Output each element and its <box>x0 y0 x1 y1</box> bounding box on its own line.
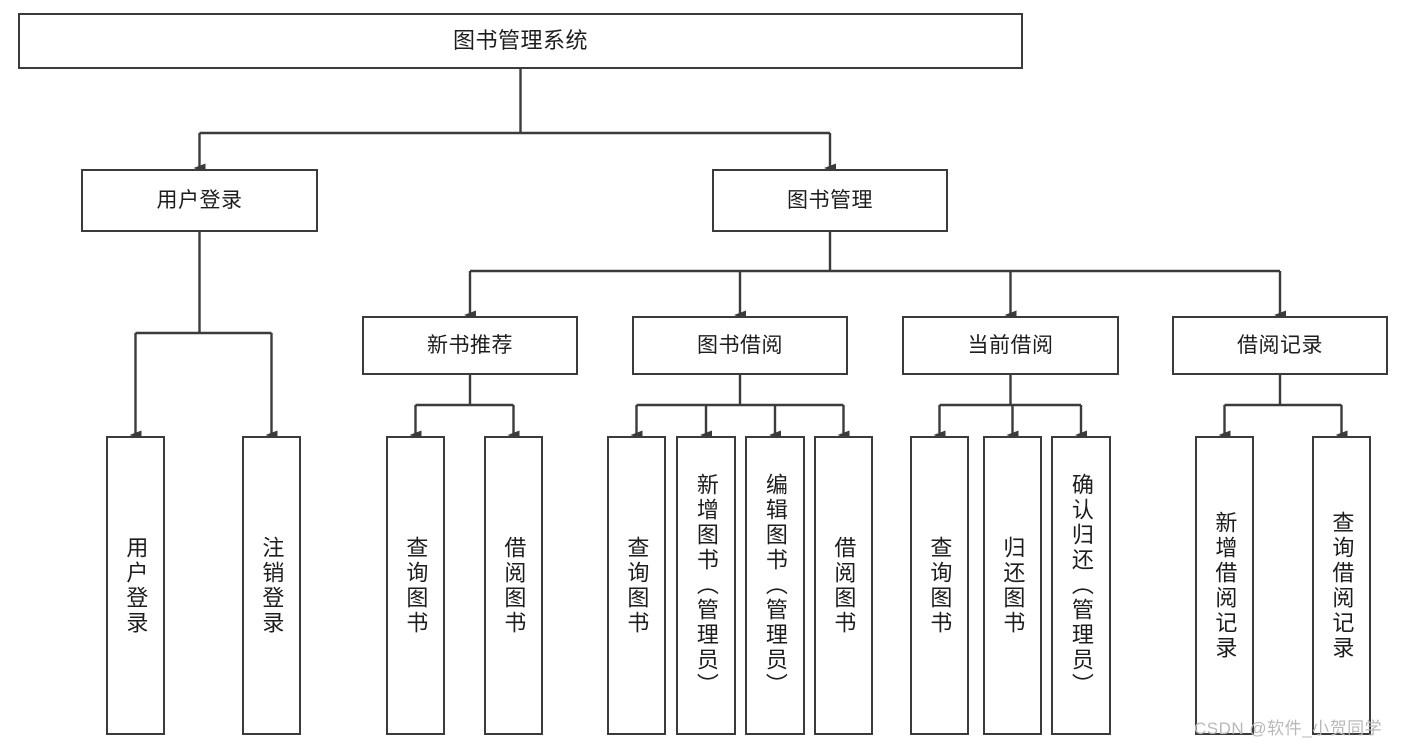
node-label: 借阅图书 <box>501 535 527 636</box>
node-current-borrow[interactable]: 当前借阅 <box>902 316 1119 375</box>
node-label: 查询借阅记录 <box>1329 510 1355 661</box>
node-label: 图书管理系统 <box>452 28 588 53</box>
node-book-borrow[interactable]: 图书借阅 <box>632 316 848 375</box>
node-leaf-borrow-book[interactable]: 借阅图书 <box>814 436 873 735</box>
node-label: 用户登录 <box>123 535 149 636</box>
node-label: 当前借阅 <box>967 334 1054 357</box>
node-label: 编辑图书（管理员） <box>762 473 788 698</box>
node-leaf-return-book[interactable]: 归还图书 <box>983 436 1042 735</box>
node-label: 借阅记录 <box>1237 334 1323 357</box>
node-label: 新书推荐 <box>427 334 513 357</box>
node-leaf-user-logout[interactable]: 注销登录 <box>242 436 301 735</box>
node-leaf-confirm-return[interactable]: 确认归还（管理员） <box>1051 436 1111 735</box>
node-leaf-user-login[interactable]: 用户登录 <box>106 436 165 735</box>
node-root[interactable]: 图书管理系统 <box>18 13 1023 69</box>
node-new-book-recommend[interactable]: 新书推荐 <box>362 316 578 375</box>
node-label: 图书借阅 <box>697 334 783 357</box>
node-user-login[interactable]: 用户登录 <box>81 169 318 232</box>
node-label: 图书管理 <box>787 189 873 212</box>
node-leaf-borrow-book-recommend[interactable]: 借阅图书 <box>484 436 543 735</box>
node-leaf-query-book-borrow[interactable]: 查询图书 <box>607 436 666 735</box>
node-label: 注销登录 <box>259 535 285 636</box>
node-leaf-query-borrow-record[interactable]: 查询借阅记录 <box>1312 436 1371 735</box>
node-leaf-edit-book[interactable]: 编辑图书（管理员） <box>745 436 805 735</box>
node-label: 查询图书 <box>403 535 429 636</box>
edge-paths <box>129 69 1348 440</box>
node-leaf-add-borrow-record[interactable]: 新增借阅记录 <box>1195 436 1254 735</box>
node-label: 用户登录 <box>156 189 243 212</box>
node-label: 查询图书 <box>927 535 953 636</box>
node-borrow-record[interactable]: 借阅记录 <box>1172 316 1388 375</box>
node-label: 新增借阅记录 <box>1212 510 1238 661</box>
node-label: 新增图书（管理员） <box>693 473 719 698</box>
node-leaf-query-book-current[interactable]: 查询图书 <box>910 436 969 735</box>
node-label: 归还图书 <box>1000 535 1026 636</box>
node-leaf-query-book-recommend[interactable]: 查询图书 <box>386 436 445 735</box>
csdn-watermark: CSDN @软件_小贺同学 <box>1194 719 1383 738</box>
node-label: 查询图书 <box>624 535 650 636</box>
node-book-manage[interactable]: 图书管理 <box>712 169 948 232</box>
node-label: 借阅图书 <box>831 535 857 636</box>
node-leaf-add-book[interactable]: 新增图书（管理员） <box>676 436 736 735</box>
node-label: 确认归还（管理员） <box>1068 473 1094 698</box>
